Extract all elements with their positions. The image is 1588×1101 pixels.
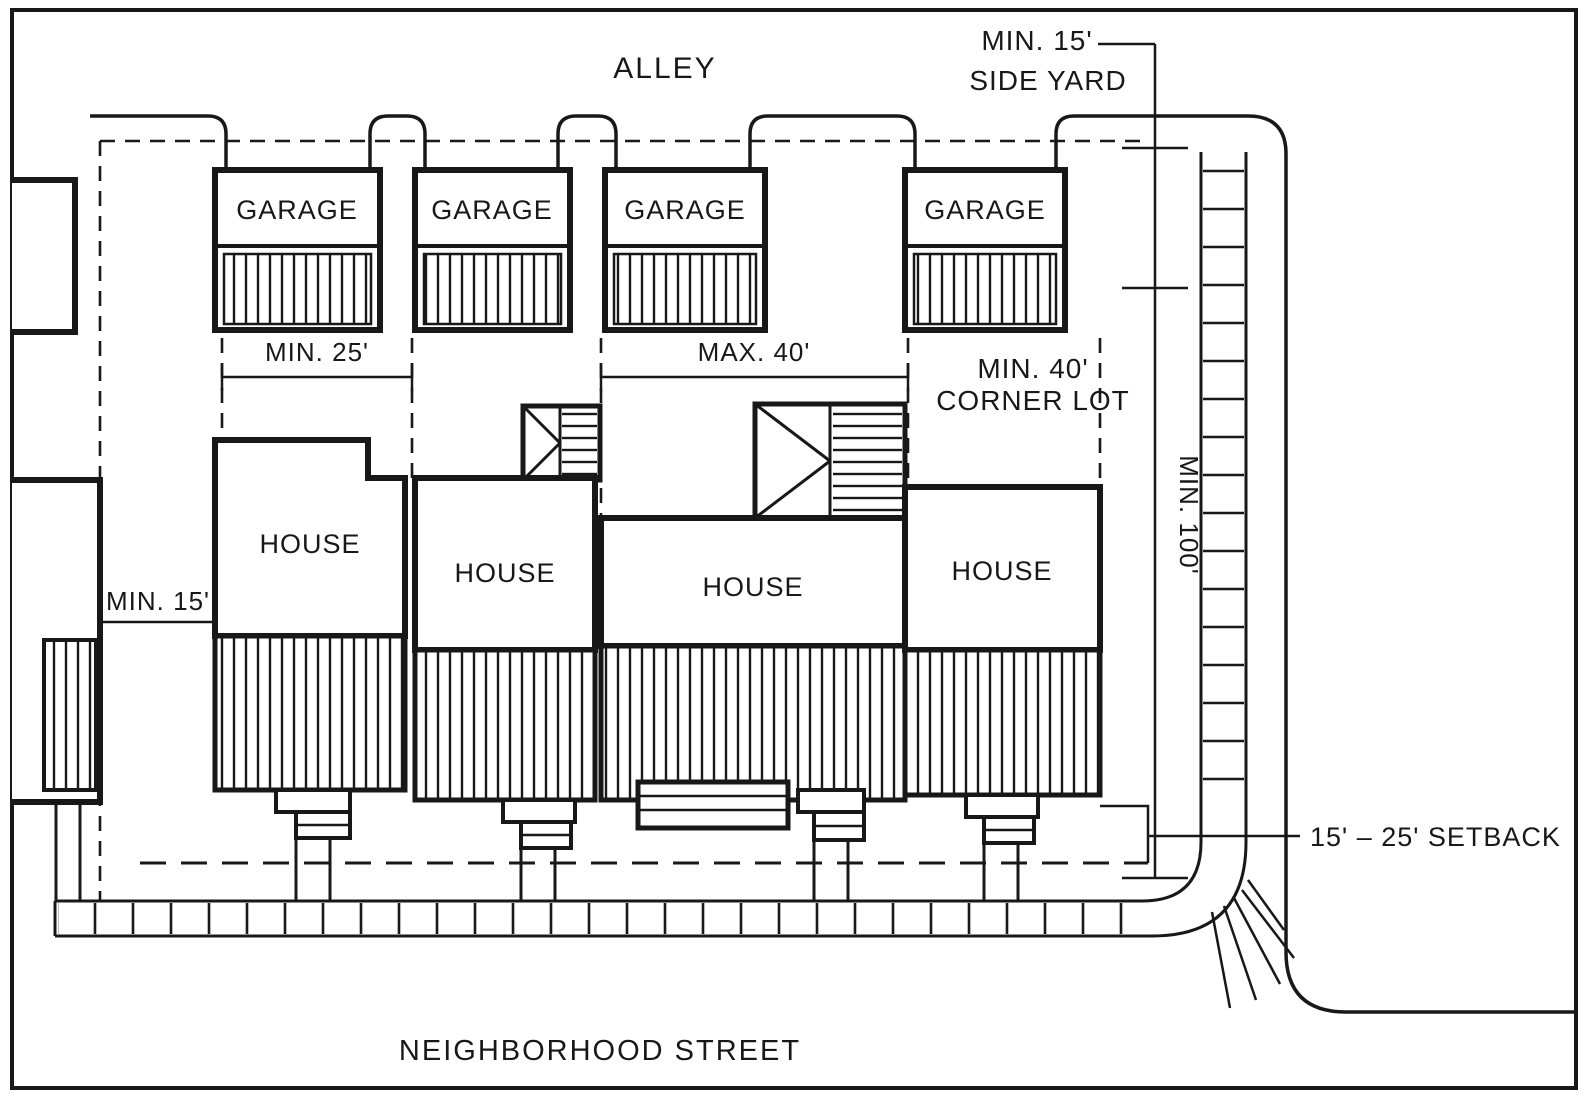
front-setback: 15' – 25' SETBACK xyxy=(140,804,1561,865)
steps-4 xyxy=(964,793,1040,819)
fan-ray xyxy=(1232,897,1282,985)
bay-diagonal xyxy=(521,441,562,482)
garage-label: GARAGE xyxy=(431,195,553,225)
corner-lot-label: MIN. 40' CORNER LOT xyxy=(936,353,1130,416)
bay-diagonal xyxy=(754,402,831,463)
lot-3: HOUSE xyxy=(598,401,908,902)
porch-3-hatch xyxy=(598,643,908,803)
neighbor-garage-left xyxy=(12,177,78,335)
corner-lot-label-1: MIN. 40' xyxy=(977,353,1088,384)
corner-lot-label-2: CORNER LOT xyxy=(936,385,1130,416)
lot-2: HOUSE xyxy=(412,403,603,902)
dim-garage-min-25: MIN. 25' xyxy=(220,337,414,391)
bay-ladder xyxy=(833,407,902,515)
bay-ladder xyxy=(562,409,597,477)
street-label: NEIGHBORHOOD STREET xyxy=(399,1035,801,1067)
garage-door-hatch xyxy=(222,252,373,326)
fan-ray xyxy=(1210,911,1232,1009)
steps-3 xyxy=(796,788,866,814)
side-yard-label-1: MIN. 15' xyxy=(981,25,1092,56)
side-yard-dimension: MIN. 15' SIDE YARD xyxy=(969,25,1188,880)
garage-2: GARAGE xyxy=(412,167,573,333)
sidewalk-bottom xyxy=(53,152,1248,938)
garage-apron-2 xyxy=(556,114,618,170)
garage-apron-1 xyxy=(368,114,427,170)
house-4-label: HOUSE xyxy=(951,556,1052,586)
fan-ray xyxy=(1241,889,1295,959)
garage-door-hatch xyxy=(422,252,563,326)
setback-label: 15' – 25' SETBACK xyxy=(1310,822,1561,852)
garage-1: GARAGE xyxy=(212,167,383,333)
porch-2-hatch xyxy=(412,647,598,803)
garage-label: GARAGE xyxy=(624,195,746,225)
interior-side-yard-label: MIN. 15' xyxy=(102,586,216,624)
setback-leader xyxy=(1100,804,1150,863)
corner-boundary-line xyxy=(1054,114,1576,1014)
sidewalk-inner-edge xyxy=(55,152,1203,903)
alley-label: ALLEY xyxy=(613,52,716,85)
porch-4-hatch xyxy=(902,647,1103,798)
lot-1: HOUSE xyxy=(212,437,408,902)
dim-garage-max-40: MAX. 40' xyxy=(599,337,910,391)
sidewalk-right xyxy=(1203,154,1244,814)
garage-3: GARAGE xyxy=(602,167,768,333)
sidewalk-joints xyxy=(58,903,1138,934)
porch-1-hatch xyxy=(212,633,408,793)
steps-2 xyxy=(501,798,577,824)
house-2-label: HOUSE xyxy=(454,558,555,588)
lot-depth-label: MIN. 100' xyxy=(1174,455,1204,574)
sidewalk-joints xyxy=(1203,154,1244,814)
house-1-label: HOUSE xyxy=(259,529,360,559)
dim-max-40-label: MAX. 40' xyxy=(698,337,811,367)
rear-lot-line xyxy=(90,114,1576,1014)
bay-diagonal xyxy=(521,404,562,445)
lot-4: HOUSE xyxy=(902,484,1103,902)
stair-3-wide xyxy=(635,779,791,831)
house-3-bay xyxy=(752,401,908,521)
house-2-outline xyxy=(412,475,598,653)
house-3-label: HOUSE xyxy=(702,572,803,602)
garage-apron-3 xyxy=(748,114,917,170)
rear-lot-line-left xyxy=(90,114,228,170)
neighbor-porch-hatch xyxy=(42,638,98,792)
interior-side-yard-text: MIN. 15' xyxy=(106,586,210,616)
neighbor-house-left xyxy=(12,477,103,902)
garage-4: GARAGE xyxy=(902,167,1068,333)
bay-diagonal xyxy=(754,459,831,520)
steps-1 xyxy=(274,788,352,814)
side-yard-label-2: SIDE YARD xyxy=(969,65,1126,96)
garage-label: GARAGE xyxy=(236,195,358,225)
garage-door-hatch xyxy=(912,252,1058,326)
curb-corner-fan xyxy=(1210,879,1295,1009)
sidewalk-outer-edge xyxy=(55,152,1248,938)
garage-door-hatch xyxy=(612,252,758,326)
house-2-bay xyxy=(520,403,603,483)
garage-label: GARAGE xyxy=(924,195,1046,225)
house-4-outline xyxy=(902,484,1103,653)
fan-ray xyxy=(1222,905,1258,1001)
dim-min-25-label: MIN. 25' xyxy=(265,337,369,367)
fan-ray xyxy=(1246,879,1286,931)
